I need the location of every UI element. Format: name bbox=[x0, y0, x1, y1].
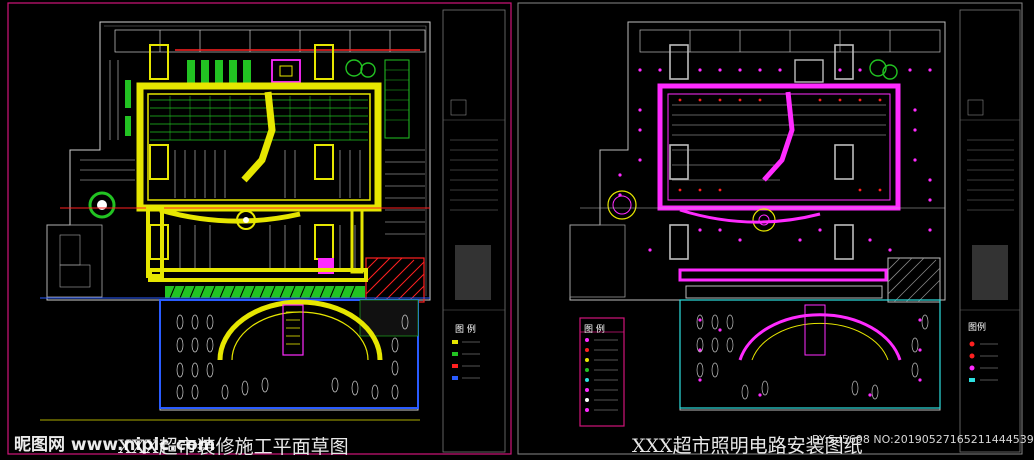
left-sheet-frame bbox=[7, 2, 512, 455]
left-round-counter bbox=[88, 191, 116, 219]
watermark-id: BY:Sd5698 NO:20190527165211444539 bbox=[812, 433, 1034, 446]
right-lighting-zone bbox=[657, 83, 901, 211]
left-title-block bbox=[442, 9, 506, 453]
left-sheet bbox=[7, 2, 512, 455]
right-title-block bbox=[959, 9, 1021, 453]
left-legend-rows bbox=[452, 340, 480, 380]
left-legend-title: 图 例 bbox=[455, 325, 476, 335]
middle-legend-box bbox=[579, 317, 625, 427]
left-drawing-title: XXX超市装修施工平面草图 bbox=[118, 436, 349, 458]
right-drawing-title: XXX超市照明电路安装图纸 bbox=[632, 435, 863, 457]
middle-legend-title: 图 例 bbox=[584, 325, 605, 335]
right-lower-area bbox=[679, 299, 941, 409]
right-building-outline bbox=[569, 21, 946, 411]
watermark-site: 昵图网 www.nipic.com bbox=[14, 435, 216, 455]
left-checkout-band bbox=[165, 286, 365, 298]
right-sheet bbox=[517, 2, 1023, 455]
left-yellow-zone bbox=[136, 82, 382, 212]
right-sheet-frame bbox=[517, 2, 1023, 455]
right-round-fixture-left bbox=[607, 190, 637, 220]
middle-legend-rows bbox=[585, 338, 618, 412]
right-light-fixtures bbox=[618, 68, 932, 397]
right-legend-title: 图例 bbox=[968, 323, 987, 333]
right-legend-rows bbox=[969, 341, 998, 382]
